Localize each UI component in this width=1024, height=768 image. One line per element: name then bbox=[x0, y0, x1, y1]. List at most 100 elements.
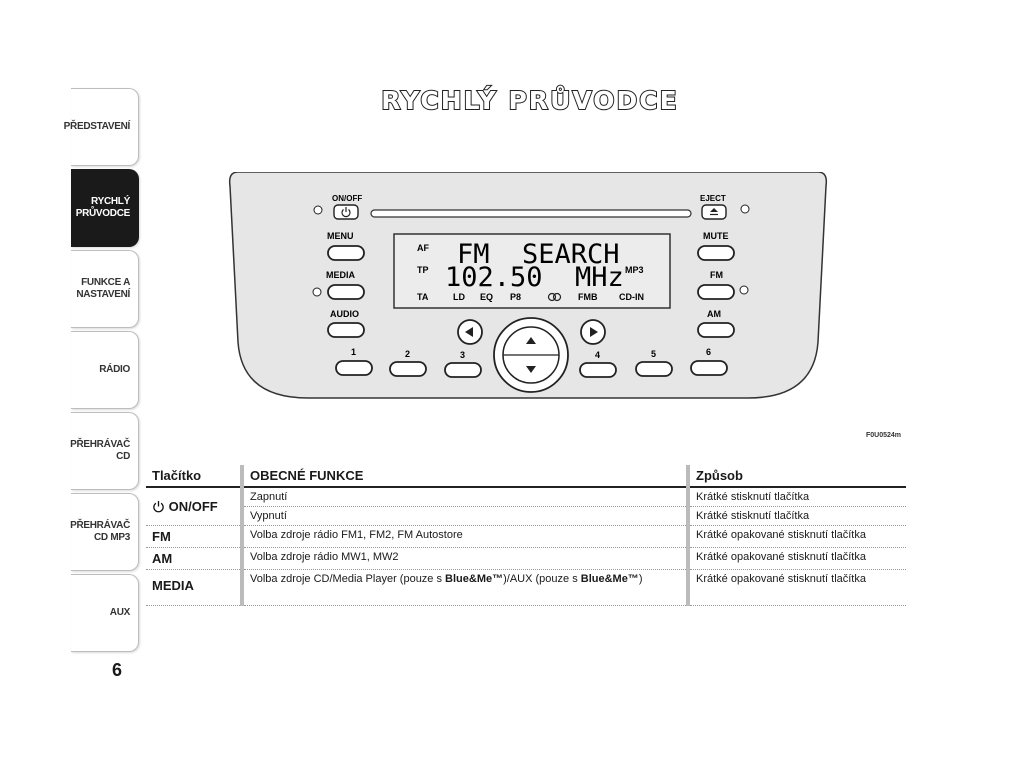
center-knob[interactable] bbox=[493, 317, 569, 393]
lcd-indicator-mp3: MP3 bbox=[625, 265, 644, 275]
tab-rychly-pruvodce[interactable]: RYCHLÝ PRŮVODCE bbox=[71, 169, 139, 247]
table-row: ON/OFF Zapnutí Krátké stisknutí tlačítka bbox=[146, 487, 906, 526]
cd-slot bbox=[370, 209, 692, 218]
sidebar-tabs: PŘEDSTAVENÍ RYCHLÝ PRŮVODCE FUNKCE A NAS… bbox=[64, 88, 139, 655]
page-title: RYCHLÝ PRŮVODCE bbox=[380, 85, 679, 116]
button-cell-on-off: ON/OFF bbox=[146, 487, 242, 526]
lcd-indicator-ta: TA bbox=[417, 292, 429, 302]
function-cell: Zapnutí bbox=[240, 487, 688, 507]
on-off-led bbox=[313, 205, 323, 215]
preset-6-button[interactable] bbox=[690, 360, 728, 376]
preset-5-label: 5 bbox=[651, 349, 656, 359]
audio-button[interactable] bbox=[327, 322, 365, 338]
fm-label: FM bbox=[710, 270, 723, 280]
preset-3-button[interactable] bbox=[444, 362, 482, 378]
function-text: )/AUX (pouze s bbox=[503, 573, 581, 585]
tab-predstaveni[interactable]: PŘEDSTAVENÍ bbox=[64, 88, 139, 166]
power-icon bbox=[152, 499, 169, 514]
triangle-left-icon bbox=[465, 327, 473, 337]
fm-led bbox=[739, 285, 749, 295]
tab-label: RYCHLÝ PRŮVODCE bbox=[75, 196, 131, 219]
method-cell: Krátké opakované stisknutí tlačítka bbox=[686, 525, 906, 548]
tab-label: AUX bbox=[109, 607, 131, 618]
seek-forward-button[interactable] bbox=[580, 319, 606, 345]
function-cell: Volba zdroje rádio MW1, MW2 bbox=[240, 547, 688, 570]
am-label: AM bbox=[707, 309, 721, 319]
tab-label: RÁDIO bbox=[99, 364, 130, 375]
eject-button[interactable] bbox=[701, 204, 727, 220]
tab-aux[interactable]: AUX bbox=[71, 574, 139, 652]
seek-back-button[interactable] bbox=[457, 319, 483, 345]
tab-funkce-a-nastaveni[interactable]: FUNKCE A NASTAVENÍ bbox=[71, 250, 139, 328]
table-header-row: Tlačítko OBECNÉ FUNKCE Způsob bbox=[146, 465, 906, 488]
menu-button[interactable] bbox=[327, 245, 365, 261]
method-cell: Krátké stisknutí tlačítka bbox=[686, 506, 906, 526]
method-cell: Krátké stisknutí tlačítka bbox=[686, 487, 906, 507]
method-cell: Krátké opakované stisknutí tlačítka bbox=[686, 569, 906, 606]
header-function: OBECNÉ FUNKCE bbox=[240, 465, 688, 488]
menu-label: MENU bbox=[327, 231, 354, 241]
audio-label: AUDIO bbox=[330, 309, 359, 319]
tab-prehravac-cd[interactable]: PŘEHRÁVAČ CD bbox=[70, 412, 139, 490]
preset-2-label: 2 bbox=[405, 349, 410, 359]
function-text: Volba zdroje CD/Media Player (pouze s bbox=[250, 573, 446, 585]
preset-1-label: 1 bbox=[351, 347, 356, 357]
triangle-right-icon bbox=[590, 327, 598, 337]
table-row: AM Volba zdroje rádio MW1, MW2 Krátké op… bbox=[146, 547, 906, 570]
preset-6-label: 6 bbox=[706, 347, 711, 357]
power-icon bbox=[341, 207, 351, 218]
mute-button[interactable] bbox=[697, 245, 735, 261]
eject-icon bbox=[710, 208, 718, 216]
preset-1-button[interactable] bbox=[335, 360, 373, 376]
on-off-button[interactable] bbox=[333, 204, 359, 220]
brand-text: Blue&Me™ bbox=[445, 573, 504, 585]
function-table: Tlačítko OBECNÉ FUNKCE Způsob ON/OFF Zap… bbox=[146, 465, 906, 606]
media-led bbox=[312, 287, 322, 297]
lcd-indicator-af: AF bbox=[417, 243, 429, 253]
figure-code: F0U0524m bbox=[866, 432, 902, 439]
tab-label: PŘEDSTAVENÍ bbox=[63, 121, 131, 132]
function-cell: Vypnutí bbox=[240, 506, 688, 526]
on-off-label: ON/OFF bbox=[332, 194, 362, 203]
lcd-indicator-eq: EQ bbox=[480, 292, 493, 302]
tab-label: FUNKCE A NASTAVENÍ bbox=[76, 277, 130, 300]
button-cell-fm: FM bbox=[146, 525, 242, 548]
mute-label: MUTE bbox=[703, 231, 729, 241]
preset-5-button[interactable] bbox=[635, 361, 673, 377]
tab-prehravac-cd-mp3[interactable]: PŘEHRÁVAČ CD MP3 bbox=[70, 493, 139, 571]
preset-4-button[interactable] bbox=[579, 362, 617, 378]
lcd-display bbox=[393, 233, 671, 309]
fm-button[interactable] bbox=[697, 284, 735, 300]
eject-label: EJECT bbox=[700, 194, 726, 203]
stereo-icon bbox=[547, 292, 562, 302]
brand-text: Blue&Me™ bbox=[580, 573, 639, 585]
function-cell: Volba zdroje CD/Media Player (pouze s Bl… bbox=[240, 569, 688, 606]
table-row: Vypnutí Krátké stisknutí tlačítka bbox=[146, 506, 906, 526]
tab-radio[interactable]: RÁDIO bbox=[71, 331, 139, 409]
header-button: Tlačítko bbox=[146, 465, 242, 488]
lcd-line-1: FM SEARCH bbox=[457, 239, 620, 270]
page-number: 6 bbox=[112, 660, 123, 680]
function-text: ) bbox=[638, 573, 643, 585]
tab-label: PŘEHRÁVAČ CD MP3 bbox=[70, 520, 130, 543]
button-name: ON/OFF bbox=[168, 499, 218, 514]
preset-4-label: 4 bbox=[595, 350, 600, 360]
media-button[interactable] bbox=[327, 284, 365, 300]
media-label: MEDIA bbox=[326, 270, 356, 280]
header-method: Způsob bbox=[686, 465, 906, 488]
tab-label: PŘEHRÁVAČ CD bbox=[70, 439, 130, 462]
button-cell-am: AM bbox=[146, 547, 242, 570]
table-row: MEDIA Volba zdroje CD/Media Player (pouz… bbox=[146, 569, 906, 606]
arrow-down-icon bbox=[526, 366, 536, 373]
eject-led bbox=[740, 204, 750, 214]
preset-3-label: 3 bbox=[460, 350, 465, 360]
lcd-indicator-ld: LD bbox=[453, 292, 465, 302]
preset-2-button[interactable] bbox=[389, 361, 427, 377]
lcd-indicator-p8: P8 bbox=[510, 292, 521, 302]
lcd-indicator-fmb: FMB bbox=[578, 292, 598, 302]
lcd-indicator-tp: TP bbox=[417, 265, 429, 275]
radio-faceplate: AF TP TA FM SEARCH 102.50 MHz MP3 LD EQ … bbox=[228, 172, 828, 399]
am-button[interactable] bbox=[697, 322, 735, 338]
button-cell-media: MEDIA bbox=[146, 569, 242, 606]
function-cell: Volba zdroje rádio FM1, FM2, FM Autostor… bbox=[240, 525, 688, 548]
